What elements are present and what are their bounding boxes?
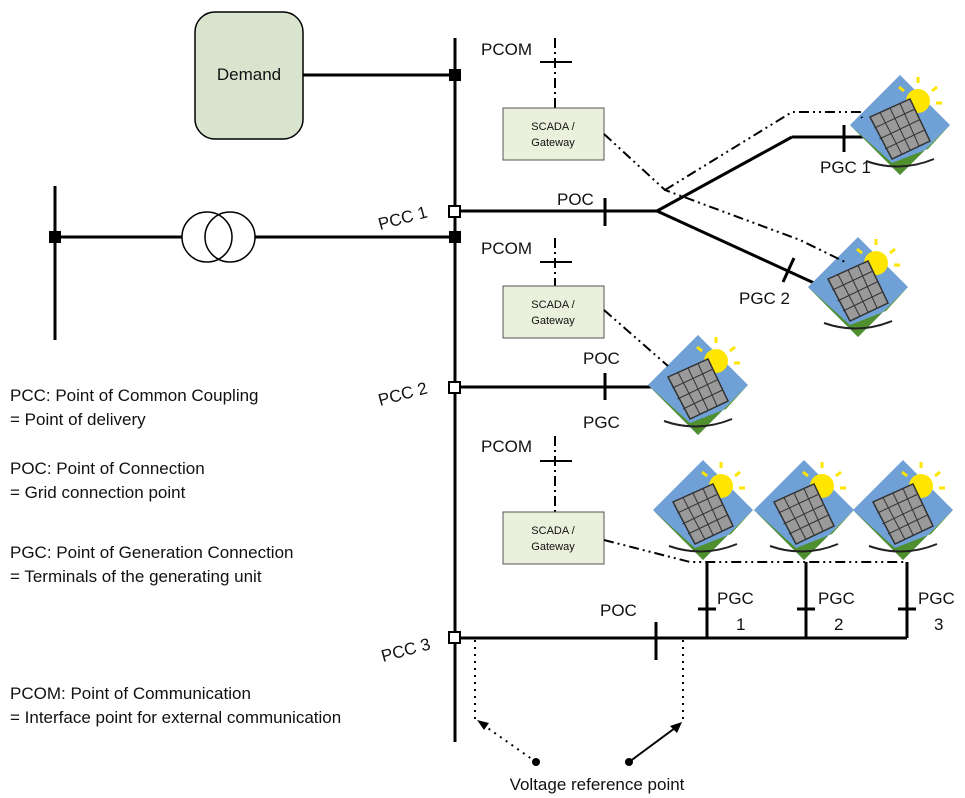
- unit3-pgc-label: PGC: [918, 589, 955, 608]
- pcc2-pgc-label: PGC: [583, 413, 620, 432]
- vref-label: Voltage reference point: [510, 775, 685, 794]
- branch1-pgc-label: PGC 1: [820, 158, 871, 177]
- scada3-box: [502, 511, 605, 565]
- branch2-pgc-label: PGC 2: [739, 289, 790, 308]
- legend-pcom-term: PCOM: Point of Communication: [10, 684, 251, 703]
- vref-dot-right: [625, 758, 633, 766]
- legend-pcc-term: PCC: Point of Common Coupling: [10, 386, 259, 405]
- pcom2-label: PCOM: [481, 239, 532, 258]
- scada3-comm: [603, 539, 907, 563]
- scada3-label-line2: Gateway: [531, 541, 575, 553]
- vref-arrowhead-right: [670, 722, 682, 733]
- pcom3-label: PCOM: [481, 437, 532, 456]
- unit1-pgc-label: PGC: [717, 589, 754, 608]
- unit2-pgc-number: 2: [834, 615, 843, 634]
- unit2-pgc-label: PGC: [818, 589, 855, 608]
- scada2-comm: [603, 309, 669, 367]
- solar-panel-icon: [806, 235, 910, 339]
- demand-label: Demand: [217, 65, 281, 84]
- branch2-line: [656, 209, 826, 290]
- unit3-pgc-number: 3: [934, 615, 943, 634]
- vref-dot-left: [532, 758, 540, 766]
- pcc2-poc-label: POC: [583, 349, 620, 368]
- legend-poc: POC: Point of Connection = Grid connecti…: [10, 457, 205, 505]
- pcc3-poc-label: POC: [600, 601, 637, 620]
- branch1-line-a: [656, 135, 793, 213]
- pcc3-label: PCC 3: [379, 635, 432, 666]
- scada1-comm-bottom: [603, 133, 846, 263]
- legend-pcom-meaning: = Interface point for external communica…: [10, 708, 342, 727]
- scada2-label-line2: Gateway: [531, 315, 575, 327]
- scada1-box: [502, 107, 605, 161]
- transformer-icon: [181, 211, 256, 263]
- solar-panel-icon: [646, 333, 750, 437]
- branch2-pgc-tick: [781, 257, 796, 283]
- legend-pgc-term: PGC: Point of Generation Connection: [10, 543, 294, 562]
- legend-poc-term: POC: Point of Connection: [10, 459, 205, 478]
- vref-pointer-left: [481, 723, 537, 763]
- solar-panel-icon: [651, 458, 755, 562]
- pcc1-poc-label: POC: [557, 190, 594, 209]
- legend-pcc: PCC: Point of Common Coupling = Point of…: [10, 384, 259, 432]
- scada2-box: [502, 285, 605, 339]
- pcc3-node: [448, 631, 461, 644]
- scada2-label-line1: SCADA /: [531, 299, 575, 311]
- pcc2-node: [448, 381, 461, 394]
- scada1-label-line2: Gateway: [531, 137, 575, 149]
- scada1-comm-top: [664, 111, 863, 191]
- vref-arrowhead-left: [477, 720, 489, 730]
- transformer-node: [449, 231, 461, 243]
- demand-node: [449, 69, 461, 81]
- pcc1-node: [448, 205, 461, 218]
- scada1-label-line1: SCADA /: [531, 121, 575, 133]
- legend-poc-meaning: = Grid connection point: [10, 483, 186, 502]
- pcc1-label: PCC 1: [376, 203, 429, 234]
- legend-pcc-meaning: = Point of delivery: [10, 410, 146, 429]
- unit1-pgc-number: 1: [736, 615, 745, 634]
- vref-pointer-right: [628, 727, 676, 763]
- legend-pgc-meaning: = Terminals of the generating unit: [10, 567, 262, 586]
- pcc2-label: PCC 2: [376, 379, 429, 410]
- pcom1-label: PCOM: [481, 40, 532, 59]
- scada3-label-line1: SCADA /: [531, 525, 575, 537]
- solar-panel-icon: [851, 458, 955, 562]
- legend-pcom: PCOM: Point of Communication = Interface…: [10, 682, 341, 730]
- solar-panel-icon: [752, 458, 856, 562]
- legend-pgc: PGC: Point of Generation Connection = Te…: [10, 541, 294, 589]
